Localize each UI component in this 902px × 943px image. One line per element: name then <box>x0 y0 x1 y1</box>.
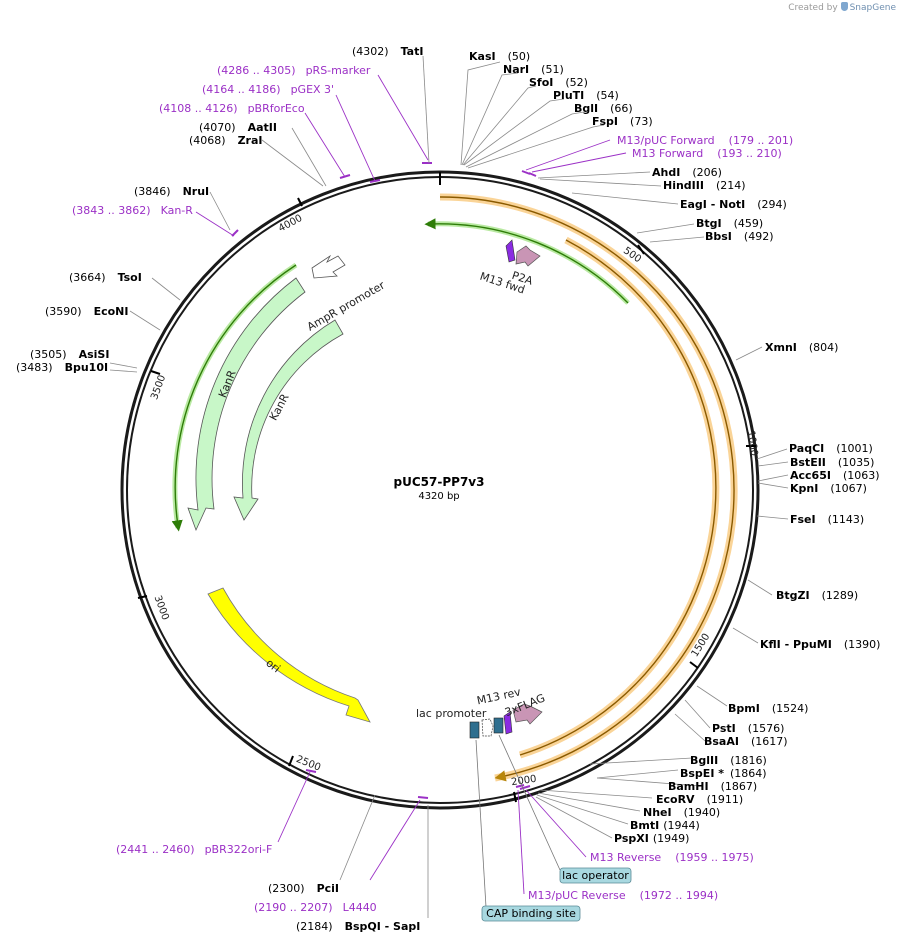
enzyme-bpmi: BpmI(1524) <box>728 702 808 715</box>
lac-operator-box: lac operator <box>559 867 632 884</box>
primer-leaders <box>195 74 627 895</box>
enzyme-zrai: (4068)ZraI <box>189 134 263 147</box>
primer-labels: M13/pUC Forward(179 .. 201) M13 Forward(… <box>72 64 793 914</box>
tick-3500: 3500 <box>149 370 168 402</box>
tick-2000: 2000 <box>511 774 538 803</box>
plasmid-size: 4320 bp <box>418 491 459 502</box>
enzyme-btgi: BtgI(459) <box>696 217 763 230</box>
enzyme-fsei: FseI(1143) <box>790 513 864 526</box>
ori-arrow <box>207 587 371 723</box>
enzyme-tsoi: (3664)TsoI <box>69 271 142 284</box>
enzyme-bspei: BspEI *(1864) <box>680 767 767 780</box>
p2a-arrow <box>515 245 541 267</box>
cap-site-feature <box>469 721 480 739</box>
m13-fwd-marker <box>505 239 516 263</box>
svg-text:3500: 3500 <box>149 374 168 402</box>
enzyme-bpu10i: (3483)Bpu10I <box>16 361 108 374</box>
enzyme-ahdi: AhdI(206) <box>652 166 722 179</box>
enzyme-pspxi: PspXI(1949) <box>614 832 689 845</box>
enzyme-bgli: BglI(66) <box>574 102 633 115</box>
enzyme-paqci: PaqCI(1001) <box>789 442 873 455</box>
enzyme-kfli-ppumi: KflI - PpuMI(1390) <box>760 638 880 651</box>
svg-text:1000: 1000 <box>745 430 759 457</box>
credit: Created by SnapGene <box>788 2 896 13</box>
enzyme-asisi: (3505)AsiSI <box>30 348 109 361</box>
enzyme-tati: (4302)TatI <box>352 45 423 58</box>
credit-brand: SnapGene <box>849 3 896 13</box>
enzyme-leaders <box>109 55 789 918</box>
enzyme-btgzi: BtgZI(1289) <box>776 589 858 602</box>
m13-rev-marker <box>503 711 513 735</box>
primer-prs-marker: (4286 .. 4305)pRS-marker <box>217 64 371 77</box>
enzyme-nrui: (3846)NruI <box>134 185 209 198</box>
green-feature-left-line <box>171 264 297 532</box>
enzyme-kpni: KpnI(1067) <box>790 482 867 495</box>
primer-m13-reverse: M13 Reverse(1959 .. 1975) <box>590 851 754 864</box>
enzyme-sfoi: SfoI(52) <box>529 76 588 89</box>
enzyme-eagi-noti: EagI - NotI(294) <box>680 198 787 211</box>
lac-operator-feature <box>493 717 504 734</box>
tick-2500: 2500 <box>288 754 322 774</box>
orange-feature-inner <box>518 236 720 759</box>
enzyme-fspi: FspI(73) <box>592 115 653 128</box>
enzyme-bsteii: BstEII(1035) <box>790 456 874 469</box>
enzyme-bspqi-sapi: (2184)BspQI - SapI <box>296 920 420 933</box>
primer-l4440: (2190 .. 2207)L4440 <box>254 901 377 914</box>
ampr-promoter-label: AmpR promoter <box>305 278 388 333</box>
enzyme-bsaai: BsaAI(1617) <box>704 735 788 748</box>
credit-prefix: Created by <box>788 3 838 13</box>
kanr-outer-arrow <box>187 277 306 532</box>
primer-m13-forward: M13 Forward(193 .. 210) <box>632 147 782 160</box>
primer-m13-puc-reverse: M13/pUC Reverse(1972 .. 1994) <box>528 889 718 902</box>
orange-feature-inner-line <box>519 239 717 756</box>
enzyme-bbsi: BbsI(492) <box>705 230 774 243</box>
p2a-label: P2A <box>510 269 535 288</box>
primer-pgex-3: (4164 .. 4186)pGEX 3' <box>202 83 334 96</box>
enzyme-acc65i: Acc65I(1063) <box>790 469 880 482</box>
kanr-inner-arrow <box>233 319 344 521</box>
primer-m13-puc-forward: M13/pUC Forward(179 .. 201) <box>617 134 793 147</box>
enzyme-psti: PstI(1576) <box>712 722 784 735</box>
primer-kan-r: (3843 .. 3862)Kan-R <box>72 204 193 217</box>
enzyme-pluti: PluTI(54) <box>553 89 619 102</box>
enzyme-nhei: NheI(1940) <box>643 806 720 819</box>
enzyme-labels: KasI(50) NarI(51) SfoI(52) PluTI(54) Bgl… <box>16 45 880 933</box>
svg-text:2000: 2000 <box>511 774 538 788</box>
ampr-promoter-arrow <box>311 254 346 279</box>
orange-feature-outer-line <box>439 196 735 782</box>
enzyme-nari: NarI(51) <box>503 63 564 76</box>
tick-1000: 1000 <box>745 430 759 457</box>
svg-text:CAP binding site: CAP binding site <box>486 907 576 920</box>
enzyme-econi: (3590)EcoNI <box>45 305 128 318</box>
plasmid-name: pUC57-PP7v3 <box>394 475 485 489</box>
enzyme-pcii: (2300)PciI <box>268 882 339 895</box>
enzyme-kasi: KasI(50) <box>469 50 530 63</box>
snapgene-logo-icon <box>840 2 848 11</box>
enzyme-ecorv: EcoRV(1911) <box>656 793 743 806</box>
cap-site-box: CAP binding site <box>481 905 581 922</box>
enzyme-hindiii: HindIII(214) <box>663 179 746 192</box>
enzyme-aatii: (4070)AatII <box>199 121 277 134</box>
primer-pbr322ori-f: (2441 .. 2460)pBR322ori-F <box>116 843 272 856</box>
enzyme-xmni: XmnI(804) <box>765 341 838 354</box>
box-leaders <box>475 734 561 908</box>
enzyme-bamhi: BamHI(1867) <box>668 780 757 793</box>
green-feature-top-line <box>424 218 629 304</box>
lac-promoter-feature <box>481 718 494 737</box>
primer-pbrforeco: (4108 .. 4126)pBRforEco <box>159 102 305 115</box>
flag-arrow <box>512 703 543 725</box>
enzyme-bmti: BmtI(1944) <box>630 819 700 832</box>
enzyme-bglii: BglII(1816) <box>690 754 767 767</box>
lac-promoter-label: lac promoter <box>416 707 487 720</box>
svg-text:lac operator: lac operator <box>562 869 629 882</box>
